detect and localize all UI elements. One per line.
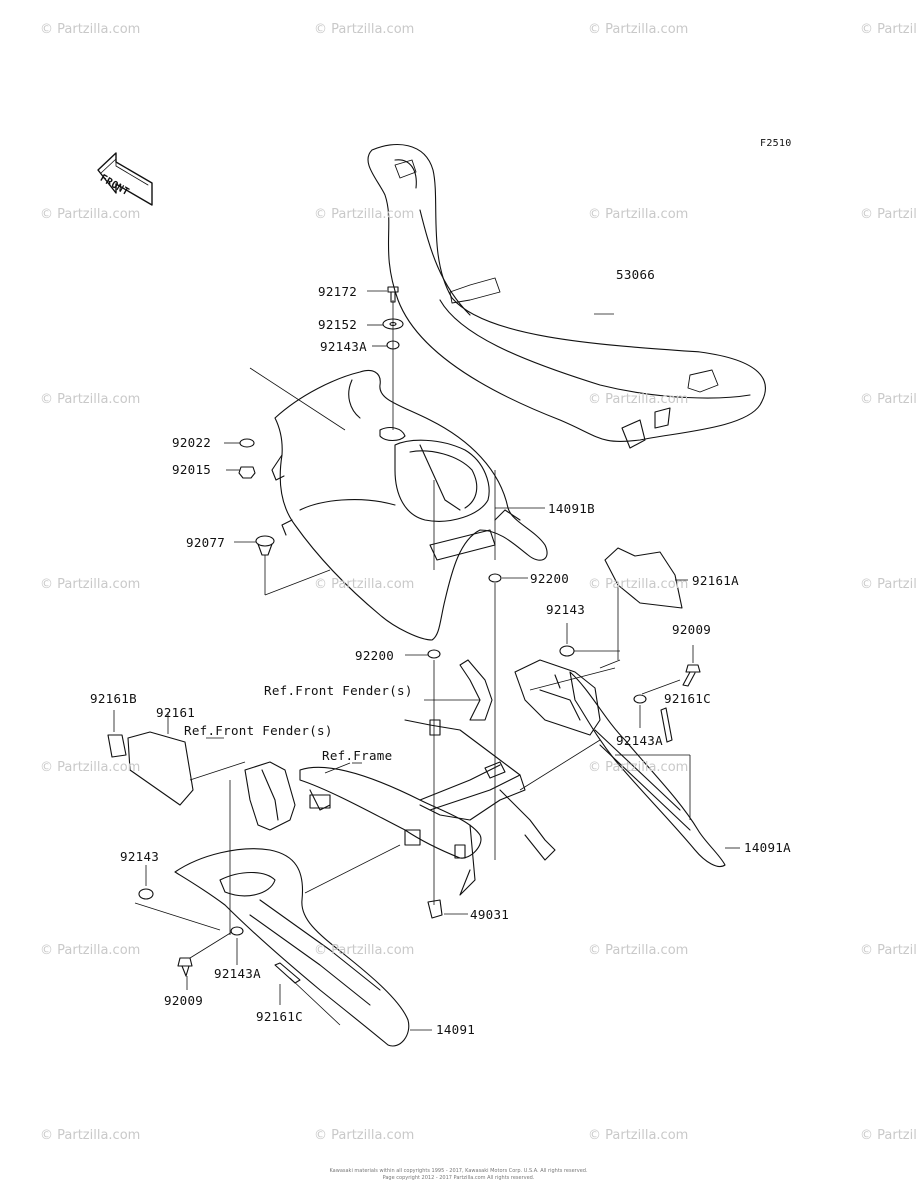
watermark: © Partzilla.com <box>860 1128 917 1143</box>
watermark: © Partzilla.com <box>40 207 141 222</box>
footer-copyright: Kawasaki materials within all copyrights… <box>329 1168 588 1174</box>
part-label-92161A[interactable]: 92161A <box>692 573 739 588</box>
label-92161A <box>604 547 683 609</box>
figure-code: F2510 <box>760 138 792 149</box>
part-label-92200-right[interactable]: 92200 <box>530 571 570 586</box>
part-label-49031[interactable]: 49031 <box>470 907 510 922</box>
grommet-92143A-bottom <box>230 926 244 936</box>
side-cover-14091B <box>271 369 548 641</box>
watermark: © Partzilla.com <box>314 1128 415 1143</box>
watermark: © Partzilla.com <box>314 943 415 958</box>
label-92161B <box>107 734 127 758</box>
part-label-14091A[interactable]: 14091A <box>744 840 791 855</box>
watermark: © Partzilla.com <box>40 760 141 775</box>
part-label-92009-left[interactable]: 92009 <box>164 993 204 1008</box>
watermark: © Partzilla.com <box>860 943 917 958</box>
label-92161 <box>127 731 194 806</box>
part-label-92161C-right[interactable]: 92161C <box>664 691 711 706</box>
part-label-92161B[interactable]: 92161B <box>90 691 137 706</box>
watermark: © Partzilla.com <box>40 577 141 592</box>
part-label-92143-right[interactable]: 92143 <box>546 602 586 617</box>
part-label-92161[interactable]: 92161 <box>156 705 196 720</box>
ref-front-fender-2[interactable]: Ref.Front Fender(s) <box>184 723 333 738</box>
leader-lines <box>113 290 740 1031</box>
bolt-92009-left <box>177 957 193 977</box>
part-label-92143A-top[interactable]: 92143A <box>320 339 367 354</box>
part-label-92200-center[interactable]: 92200 <box>355 648 395 663</box>
watermark: © Partzilla.com <box>860 22 917 37</box>
part-label-53066[interactable]: 53066 <box>616 267 656 282</box>
watermark: © Partzilla.com <box>314 22 415 37</box>
side-cover-14091 <box>174 848 410 1047</box>
strip-92161C-bottom <box>274 962 301 984</box>
grommet-49031 <box>427 899 443 919</box>
watermark: © Partzilla.com <box>40 1128 141 1143</box>
nut-92015 <box>238 466 256 479</box>
part-label-92143A-right[interactable]: 92143A <box>616 733 663 748</box>
grommet-92143-left <box>138 888 154 900</box>
washer-92022 <box>239 438 255 448</box>
part-label-92161C-bottom[interactable]: 92161C <box>256 1009 303 1024</box>
watermark: © Partzilla.com <box>588 1128 689 1143</box>
part-label-14091B[interactable]: 14091B <box>548 501 595 516</box>
grommet-92200-center <box>427 649 441 659</box>
part-label-92022[interactable]: 92022 <box>172 435 212 450</box>
frame-assembly <box>299 659 556 896</box>
front-arrow-icon <box>97 152 153 206</box>
strip-92161C-right <box>660 707 673 743</box>
part-label-14091[interactable]: 14091 <box>436 1022 476 1037</box>
watermark: © Partzilla.com <box>40 943 141 958</box>
clip-92077 <box>255 535 275 556</box>
watermark: © Partzilla.com <box>860 207 917 222</box>
part-label-92172[interactable]: 92172 <box>318 284 358 299</box>
watermark: © Partzilla.com <box>314 577 415 592</box>
grommet-92200-right <box>488 573 502 583</box>
watermark: © Partzilla.com <box>588 577 689 592</box>
watermark: © Partzilla.com <box>860 392 917 407</box>
ref-frame[interactable]: Ref.Frame <box>322 748 393 763</box>
front-fender-left <box>244 761 296 831</box>
watermark: © Partzilla.com <box>588 22 689 37</box>
seat-53066 <box>367 144 766 449</box>
grommet-92143-right <box>559 645 575 657</box>
grommet-92143A-right <box>633 694 647 704</box>
part-label-92143A-bottom[interactable]: 92143A <box>214 966 261 981</box>
ref-front-fender-1[interactable]: Ref.Front Fender(s) <box>264 683 413 698</box>
part-label-92015[interactable]: 92015 <box>172 462 212 477</box>
watermark: © Partzilla.com <box>588 943 689 958</box>
watermark: © Partzilla.com <box>860 577 917 592</box>
watermark: © Partzilla.com <box>314 207 415 222</box>
part-label-92152[interactable]: 92152 <box>318 317 358 332</box>
side-cover-14091A <box>569 671 726 868</box>
part-label-92077[interactable]: 92077 <box>186 535 226 550</box>
part-label-92009-right[interactable]: 92009 <box>672 622 712 637</box>
part-label-92143-left[interactable]: 92143 <box>120 849 160 864</box>
watermark: © Partzilla.com <box>588 392 689 407</box>
watermark: © Partzilla.com <box>40 22 141 37</box>
watermark: © Partzilla.com <box>40 392 141 407</box>
watermark: © Partzilla.com <box>588 207 689 222</box>
bolt-92009-right <box>682 664 701 687</box>
footer-copyright-2: Page copyright 2012 - 2017 Partzilla.com… <box>382 1175 535 1181</box>
watermark: © Partzilla.com <box>588 760 689 775</box>
bracket-right <box>514 659 601 736</box>
